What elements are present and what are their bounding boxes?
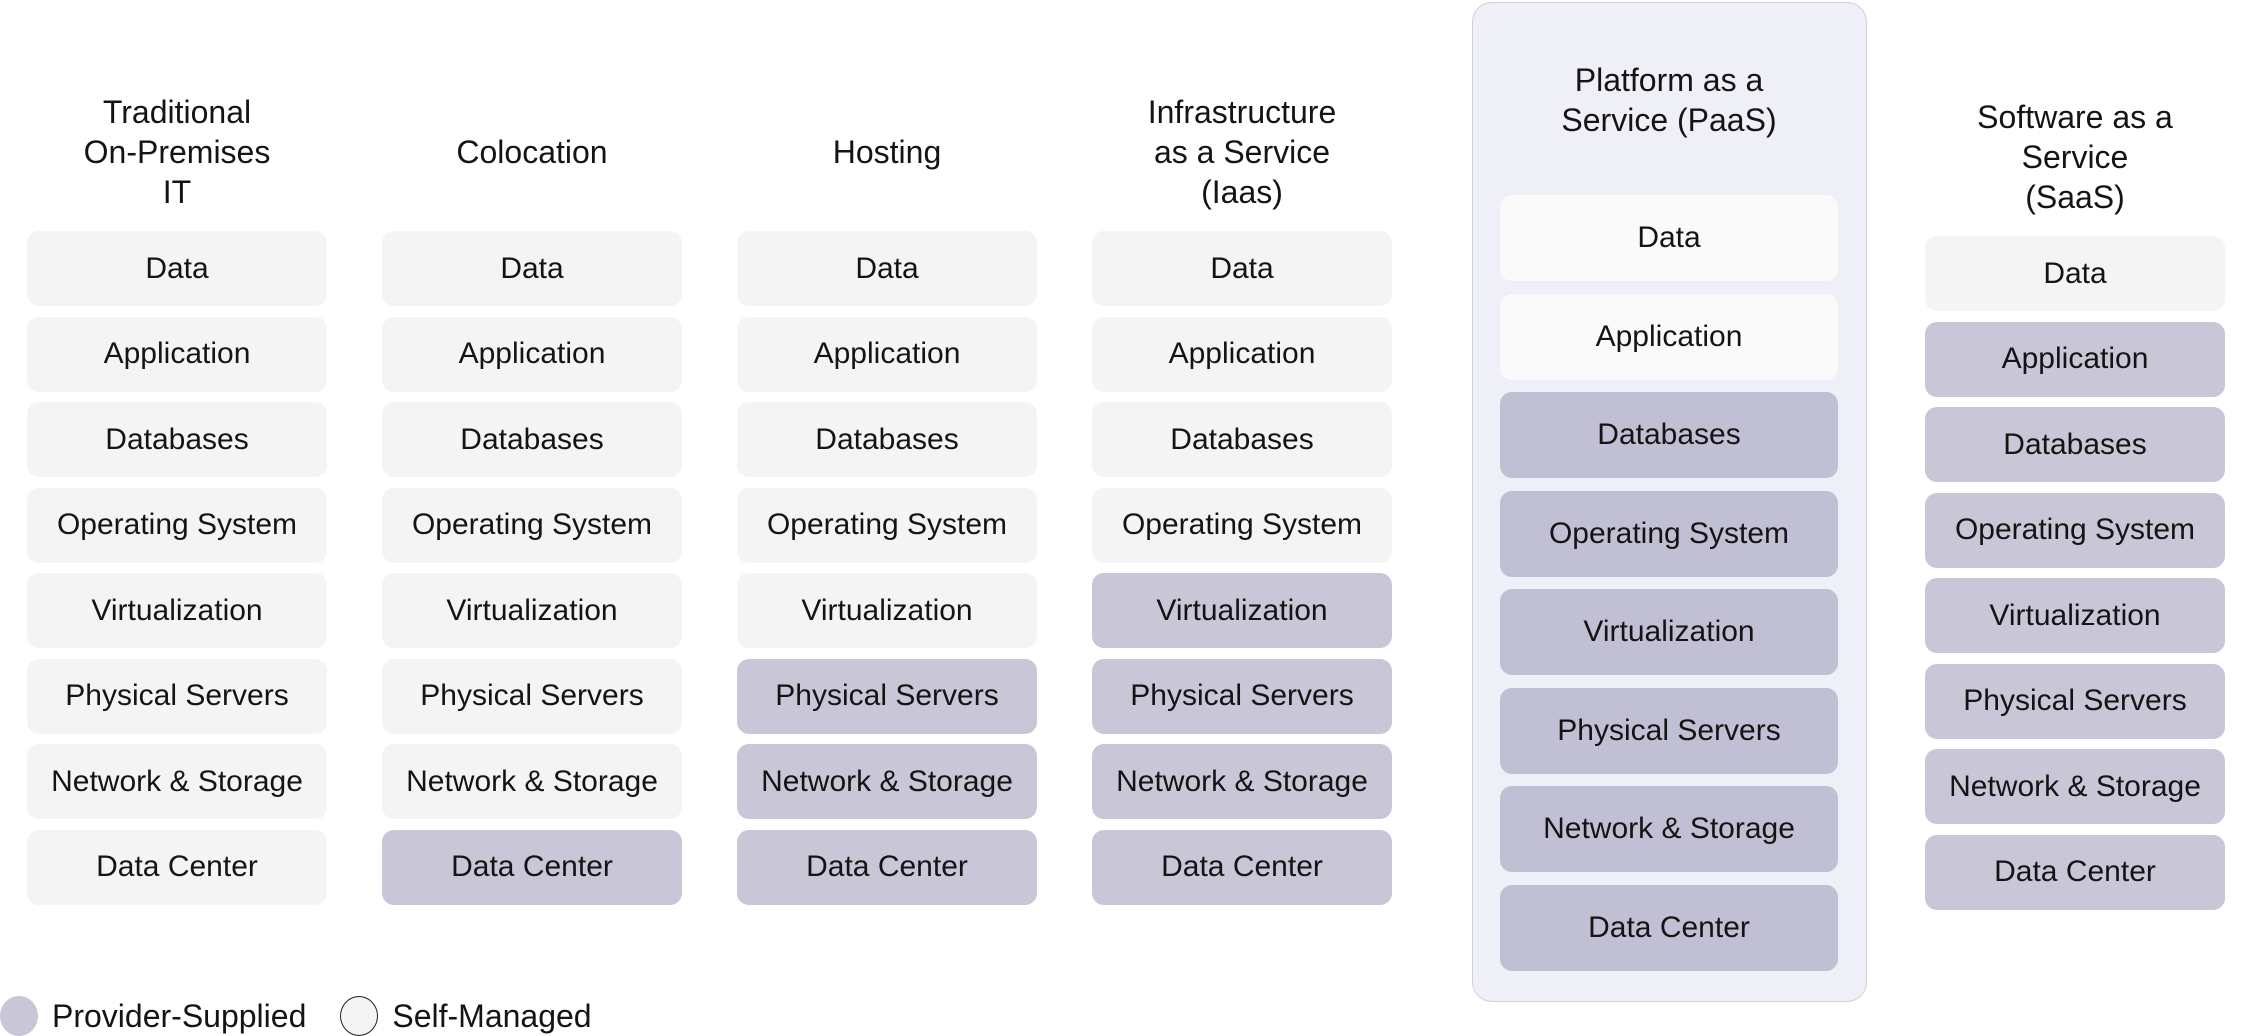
legend-self-label: Self-Managed	[392, 997, 592, 1034]
layer-network-storage: Network & Storage	[1500, 786, 1838, 872]
layer-data-center: Data Center	[1500, 884, 1838, 971]
layer-virtualization: Virtualization	[382, 573, 682, 648]
layer-physical-servers: Physical Servers	[27, 658, 327, 734]
legend-item-self: Self-Managed	[340, 996, 592, 1036]
layer-network-storage: Network & Storage	[382, 744, 682, 819]
layer-application: Application	[1925, 321, 2225, 397]
layer-application: Application	[1500, 293, 1838, 380]
legend-provider-label: Provider-Supplied	[52, 997, 307, 1034]
layer-network-storage: Network & Storage	[1092, 744, 1392, 819]
layer-data: Data	[737, 231, 1037, 306]
layer-data-center: Data Center	[1092, 829, 1392, 905]
layer-operating-system: Operating System	[27, 487, 327, 563]
column-title: Traditional On-Premises IT	[83, 94, 271, 210]
layer-application: Application	[1092, 316, 1392, 392]
layer-data: Data	[27, 231, 327, 306]
layer-virtualization: Virtualization	[1092, 573, 1392, 648]
layer-network-storage: Network & Storage	[27, 744, 327, 819]
layer-data-center: Data Center	[737, 829, 1037, 905]
layer-physical-servers: Physical Servers	[1925, 663, 2225, 739]
layer-data: Data	[1925, 236, 2225, 311]
layer-physical-servers: Physical Servers	[737, 658, 1037, 734]
layer-physical-servers: Physical Servers	[1500, 687, 1838, 774]
layer-application: Application	[382, 316, 682, 392]
layer-virtualization: Virtualization	[737, 573, 1037, 648]
layer-databases: Databases	[382, 402, 682, 477]
column-title: Colocation	[456, 134, 608, 170]
column-title: Platform as a Service (PaaS)	[1561, 62, 1777, 138]
layer-data: Data	[1092, 231, 1392, 306]
column-title: Infrastructure as a Service (Iaas)	[1147, 94, 1337, 210]
layer-network-storage: Network & Storage	[737, 744, 1037, 819]
layer-operating-system: Operating System	[737, 487, 1037, 563]
provider-swatch-icon	[0, 996, 38, 1036]
layer-operating-system: Operating System	[1925, 492, 2225, 568]
layer-operating-system: Operating System	[1092, 487, 1392, 563]
layer-operating-system: Operating System	[382, 487, 682, 563]
column-title: Software as a Service (SaaS)	[1977, 99, 2173, 215]
layer-operating-system: Operating System	[1500, 490, 1838, 577]
layer-virtualization: Virtualization	[1500, 589, 1838, 675]
layer-virtualization: Virtualization	[1925, 578, 2225, 653]
layer-virtualization: Virtualization	[27, 573, 327, 648]
layer-data-center: Data Center	[1925, 834, 2225, 910]
layer-application: Application	[27, 316, 327, 392]
layer-databases: Databases	[1925, 407, 2225, 482]
layer-databases: Databases	[27, 402, 327, 477]
layer-databases: Databases	[1092, 402, 1392, 477]
legend: Provider-Supplied Self-Managed	[0, 996, 626, 1036]
layer-data: Data	[1500, 195, 1838, 281]
layer-application: Application	[737, 316, 1037, 392]
legend-item-provider: Provider-Supplied	[0, 996, 306, 1036]
layer-network-storage: Network & Storage	[1925, 749, 2225, 824]
layer-databases: Databases	[1500, 392, 1838, 478]
layer-data: Data	[382, 231, 682, 306]
layer-databases: Databases	[737, 402, 1037, 477]
column-title: Hosting	[832, 134, 942, 170]
layer-physical-servers: Physical Servers	[382, 658, 682, 734]
layer-data-center: Data Center	[27, 829, 327, 905]
self-swatch-icon	[340, 996, 379, 1036]
layer-data-center: Data Center	[382, 829, 682, 905]
layer-physical-servers: Physical Servers	[1092, 658, 1392, 734]
